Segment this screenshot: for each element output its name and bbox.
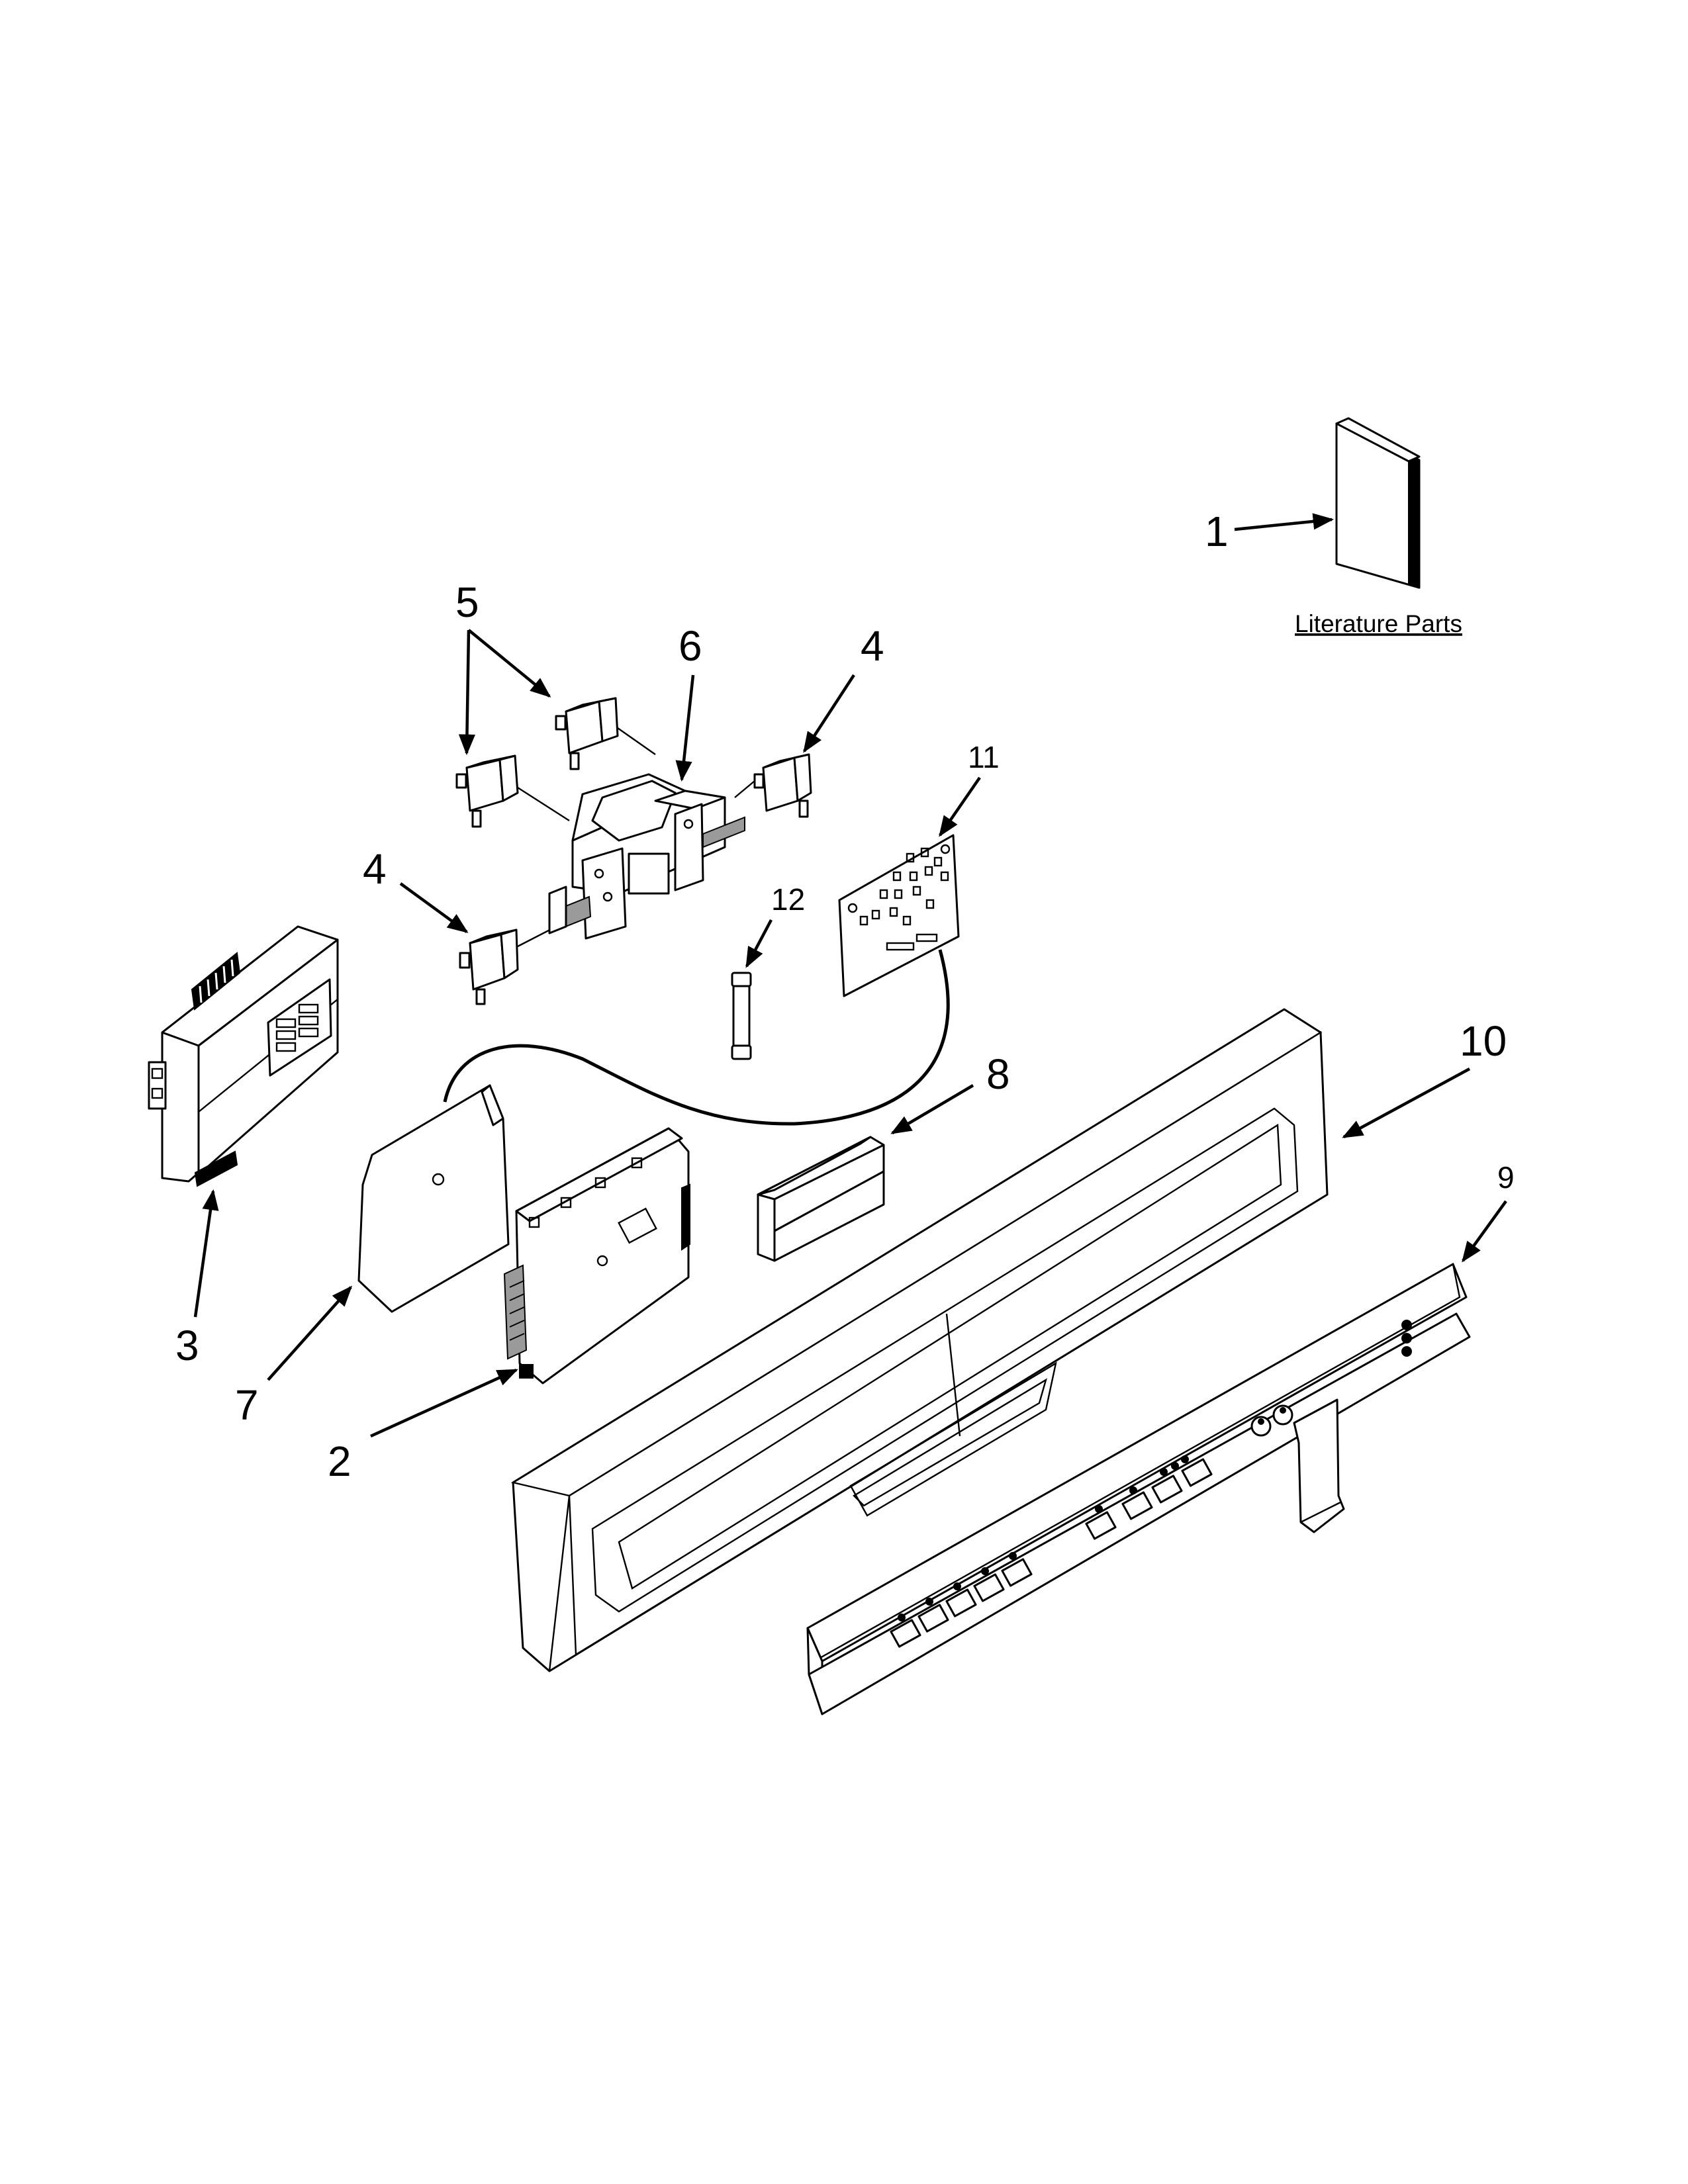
callout-5: 5: [455, 578, 479, 626]
callout-1: 1: [1205, 508, 1229, 555]
part-6-bracket: [548, 773, 745, 940]
callout-labels: 1 5 6 4 11 4 12 8 10 9 3 7 2 Literature …: [175, 508, 1515, 1485]
knob-icons: [1250, 1404, 1293, 1437]
part-5-switch-upper: [555, 697, 619, 770]
callout-2: 2: [328, 1437, 352, 1485]
callout-8: 8: [986, 1050, 1010, 1098]
callout-12: 12: [771, 882, 805, 917]
part-1-literature-booklet: [1335, 417, 1421, 589]
callout-7: 7: [235, 1381, 259, 1429]
part-3-module: [148, 925, 339, 1187]
part-2-control-board: [503, 1127, 690, 1385]
part-4-switch-left: [459, 929, 519, 1005]
part-10-console: [510, 1008, 1329, 1672]
callout-4-left: 4: [363, 845, 387, 893]
part-7-insulator: [357, 1084, 510, 1313]
part-12-fuse: [731, 972, 752, 1060]
callout-9: 9: [1497, 1160, 1515, 1195]
callout-4-right: 4: [861, 622, 884, 670]
literature-parts-label[interactable]: Literature Parts: [1295, 610, 1462, 637]
leader-lines: [193, 513, 1507, 1438]
indicator-lights: [1401, 1320, 1412, 1357]
callout-11: 11: [968, 740, 1000, 774]
part-9-overlay: [806, 1263, 1471, 1715]
part-5-switch-lower: [455, 754, 519, 828]
part-4-switch-right: [753, 753, 812, 818]
callout-6: 6: [679, 622, 702, 670]
part-8-cap: [757, 1136, 885, 1262]
callout-10: 10: [1460, 1017, 1507, 1065]
part-11-display-board: [838, 834, 960, 997]
parts-5-6-4-harness-assembly: [455, 697, 812, 1005]
wire-harness: [443, 949, 950, 1126]
callout-3: 3: [175, 1322, 199, 1369]
